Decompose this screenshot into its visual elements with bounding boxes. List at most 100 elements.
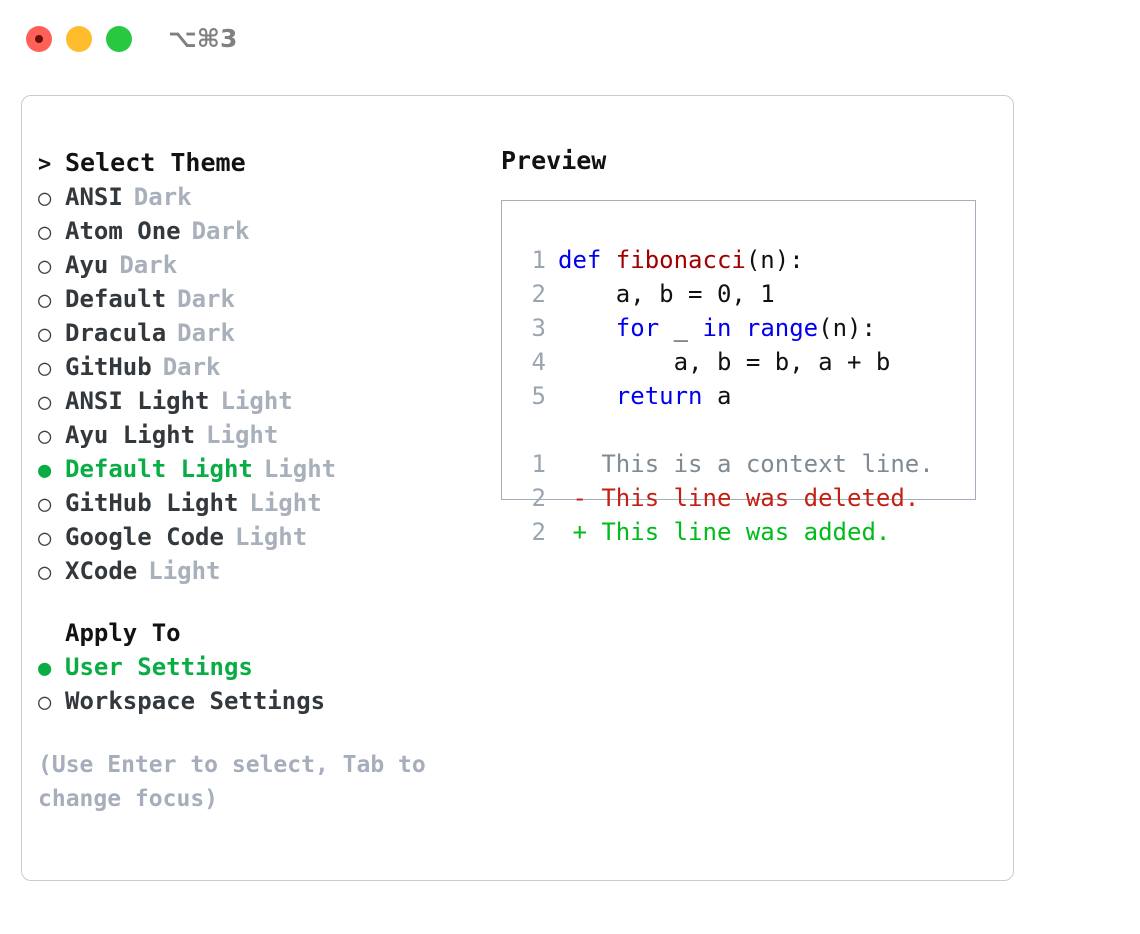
radio-unselected-icon: ○ xyxy=(38,560,52,585)
theme-kind-badge: Dark xyxy=(191,217,250,245)
radio-selected-icon: ● xyxy=(38,458,52,483)
theme-kind-badge: Dark xyxy=(119,251,178,279)
code-line-number: 1 xyxy=(531,246,546,274)
preview-title: Preview xyxy=(501,146,607,175)
code-token: for xyxy=(615,314,660,342)
apply-to-option-label: User Settings xyxy=(65,653,253,681)
diff-text: This line was deleted. xyxy=(601,484,920,512)
code-token: a, b = b, a + b xyxy=(558,348,891,376)
diff-line-number: 1 xyxy=(531,450,546,478)
theme-name-label: GitHub Light xyxy=(65,489,239,517)
theme-kind-badge: Light xyxy=(148,557,221,585)
code-token xyxy=(731,314,745,342)
theme-list-item[interactable]: ○ Ayu Light Light xyxy=(38,418,488,452)
code-token xyxy=(558,382,616,410)
code-line-number: 2 xyxy=(531,280,546,308)
theme-kind-badge: Light xyxy=(234,523,308,551)
apply-to-options: ● User Settings ○Workspace Settings xyxy=(38,650,488,718)
code-token: return xyxy=(615,382,703,410)
theme-kind-badge: Light xyxy=(249,489,322,517)
apply-to-header-row: ○Apply To xyxy=(38,616,488,650)
radio-unselected-icon: ○ xyxy=(38,254,52,279)
theme-name-label: Atom One xyxy=(65,217,181,245)
code-line-number: 4 xyxy=(531,348,546,376)
radio-unselected-icon: ○ xyxy=(38,424,52,449)
code-blank-line xyxy=(518,413,934,447)
diff-line-number: 2 xyxy=(531,518,546,546)
theme-kind-badge: Dark xyxy=(133,183,192,211)
theme-name-label: GitHub xyxy=(65,353,152,381)
code-token: range xyxy=(745,314,819,342)
theme-list-item[interactable]: ● Default Light Light xyxy=(38,452,488,486)
code-token: (n): xyxy=(745,246,804,274)
radio-unselected-icon: ○ xyxy=(38,526,52,551)
code-token xyxy=(558,314,616,342)
theme-list-item[interactable]: ○ GitHub Dark xyxy=(38,350,488,384)
theme-list-item[interactable]: ○ GitHub Light Light xyxy=(38,486,488,520)
theme-name-label: Google Code xyxy=(65,523,224,551)
theme-list-item[interactable]: ○ XCode Light xyxy=(38,554,488,588)
code-line: 1 def fibonacci(n): xyxy=(518,243,934,277)
apply-to-label: Apply To xyxy=(65,619,181,647)
radio-unselected-icon: ○ xyxy=(38,492,52,517)
code-token: (n): xyxy=(818,314,876,342)
code-line: 2 a, b = 0, 1 xyxy=(518,277,934,311)
theme-list-item[interactable]: ○ Google Code Light xyxy=(38,520,488,554)
code-line-number: 5 xyxy=(531,382,546,410)
code-token: a, b = 0, 1 xyxy=(558,280,775,308)
prompt-caret-icon: > xyxy=(38,152,52,177)
code-token: fibonacci xyxy=(615,246,746,274)
theme-kind-badge: Light xyxy=(206,421,279,449)
radio-unselected-icon: ○ xyxy=(38,186,52,211)
radio-unselected-icon: ○ xyxy=(38,390,52,415)
theme-name-label: Default xyxy=(65,285,167,313)
window-titlebar: ⌥⌘3 xyxy=(0,0,1140,78)
diff-text: This is a context line. xyxy=(601,450,934,478)
theme-kind-badge: Light xyxy=(263,455,337,483)
diff-sign xyxy=(558,450,601,478)
window-shortcut-label: ⌥⌘3 xyxy=(168,24,238,53)
code-token: def xyxy=(558,246,616,274)
diff-line: 2 - This line was deleted. xyxy=(518,481,934,515)
select-theme-header: > Select Theme xyxy=(38,146,488,180)
theme-name-label: Default Light xyxy=(65,455,253,483)
theme-kind-badge: Dark xyxy=(177,285,235,313)
diff-sign: - xyxy=(558,484,602,512)
radio-selected-icon: ● xyxy=(38,656,52,681)
theme-kind-badge: Light xyxy=(220,387,293,415)
radio-unselected-icon: ○ xyxy=(38,356,52,381)
close-window-icon[interactable] xyxy=(26,26,52,52)
diff-line-number: 2 xyxy=(531,484,546,512)
apply-to-option[interactable]: ● User Settings xyxy=(38,650,488,684)
apply-to-option[interactable]: ○Workspace Settings xyxy=(38,684,488,718)
maximize-window-icon[interactable] xyxy=(106,26,132,52)
theme-name-label: XCode xyxy=(65,557,138,585)
select-theme-label: Select Theme xyxy=(65,148,246,177)
radio-unselected-icon: ○ xyxy=(38,220,52,245)
code-token: in xyxy=(702,314,732,342)
theme-list-item[interactable]: ○ Atom One Dark xyxy=(38,214,488,248)
theme-list-item[interactable]: ○ Default Dark xyxy=(38,282,488,316)
code-token: _ xyxy=(659,314,703,342)
code-line-number: 3 xyxy=(531,314,546,342)
theme-kind-badge: Dark xyxy=(162,353,221,381)
diff-line: 1 This is a context line. xyxy=(518,447,934,481)
code-line: 3 for _ in range(n): xyxy=(518,311,934,345)
diff-text: This line was added. xyxy=(601,518,891,546)
code-line: 4 a, b = b, a + b xyxy=(518,345,934,379)
code-line: 5 return a xyxy=(518,379,934,413)
radio-unselected-icon: ○ xyxy=(38,288,52,313)
minimize-window-icon[interactable] xyxy=(66,26,92,52)
theme-name-label: Ayu Light xyxy=(65,421,196,449)
theme-kind-badge: Dark xyxy=(177,319,235,347)
apply-to-section: ○Apply To ● User Settings ○Workspace Setti… xyxy=(38,616,488,718)
